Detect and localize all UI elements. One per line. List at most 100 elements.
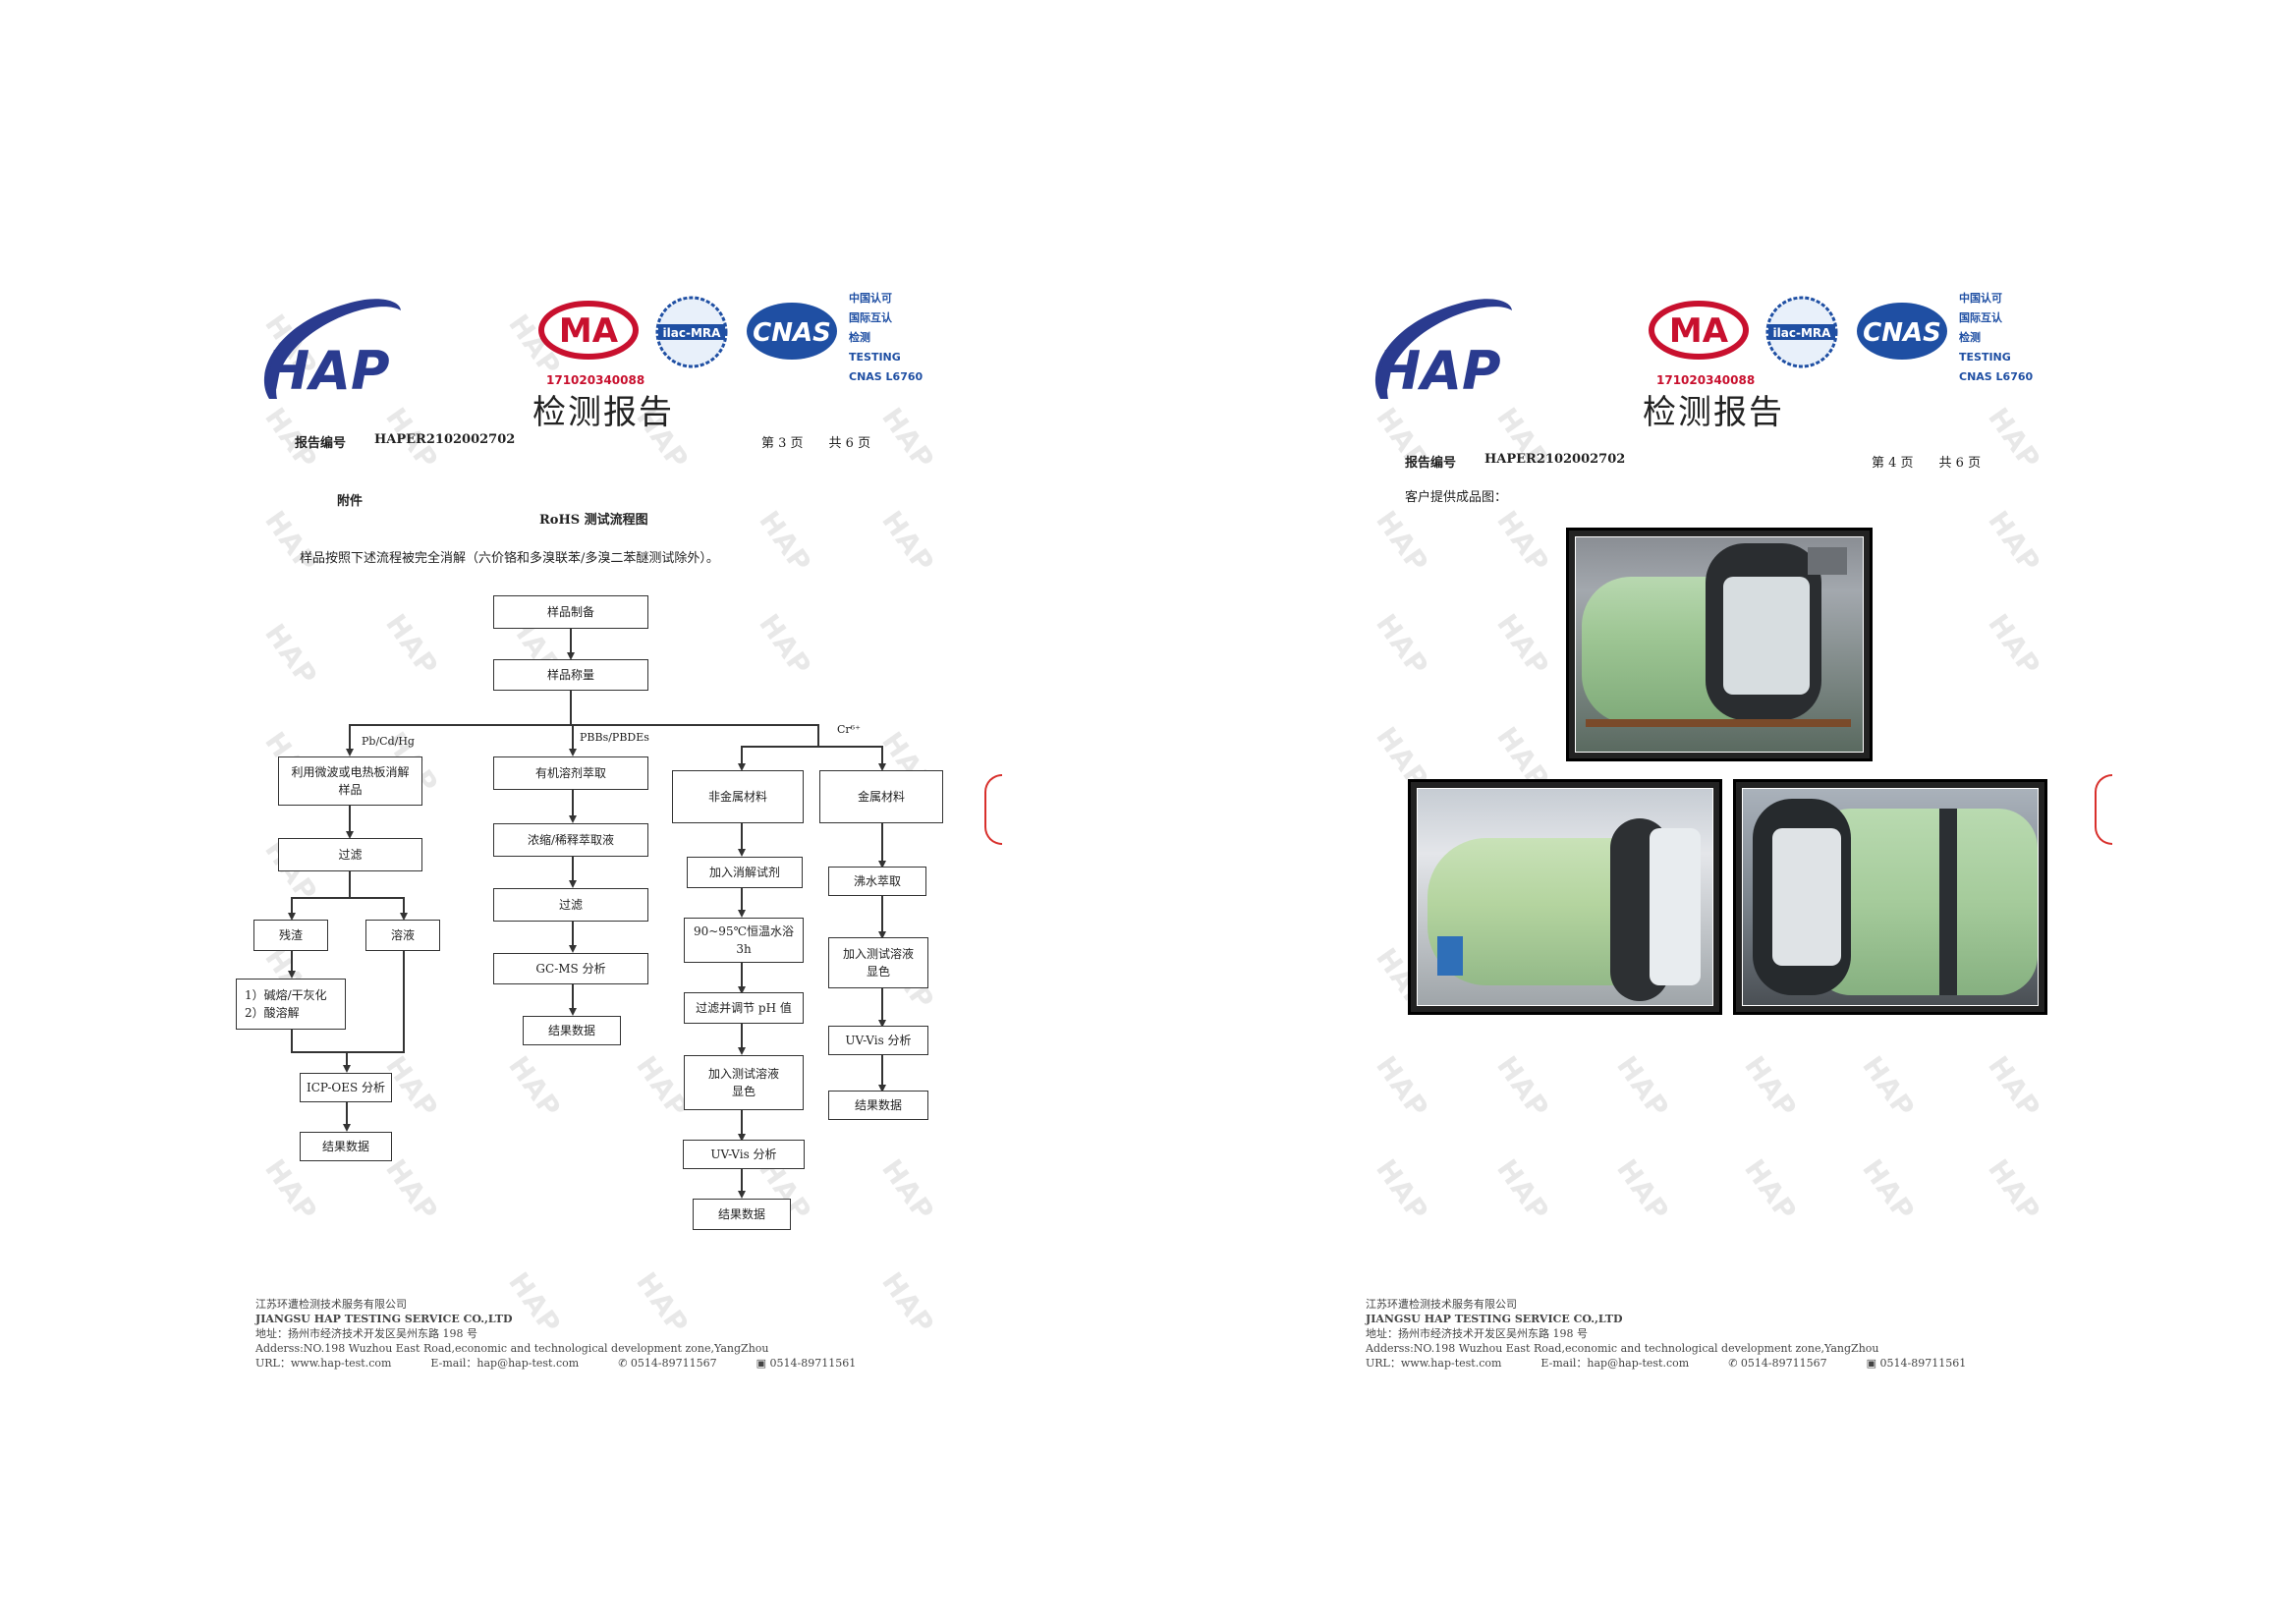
flow-step-add-digest: 加入消解试剂 bbox=[687, 857, 803, 888]
cnas-accreditation-text: 中国认可 国际互认 检测 TESTING CNAS L6760 bbox=[849, 292, 924, 383]
watermark: HAP bbox=[1370, 607, 1435, 683]
watermark: HAP bbox=[258, 504, 324, 580]
footer-phone: ✆ 0514-89711567 bbox=[1728, 1357, 1827, 1370]
flow-step-icp-oes: ICP-OES 分析 bbox=[300, 1073, 392, 1102]
flow-step-filter-ph: 过滤并调节 pH 值 bbox=[684, 992, 804, 1024]
phone-icon: ✆ bbox=[618, 1357, 631, 1370]
report-page-4: HAP HAP HAP HAP HAP HAP HAP HAP HAP HAP … bbox=[1148, 0, 2295, 1624]
flow-step-sample-prep: 样品制备 bbox=[493, 595, 648, 629]
attachment-label: 附件 bbox=[337, 494, 364, 509]
svg-text:HAP: HAP bbox=[1376, 340, 1501, 402]
hap-logo: HAP bbox=[1369, 293, 1516, 411]
footer-address-en: Adderss:NO.198 Wuzhou East Road,economic… bbox=[1366, 1342, 1879, 1355]
flow-step-digest: 利用微波或电热板消解样品 bbox=[278, 756, 422, 806]
svg-text:CNAS: CNAS bbox=[753, 318, 831, 348]
report-number-label: 报告编号 bbox=[295, 436, 347, 451]
page-footer: 江苏环遭检测技术服务有限公司 JIANGSU HAP TESTING SERVI… bbox=[1366, 1297, 2053, 1371]
flow-step-result-b: 结果数据 bbox=[523, 1016, 621, 1045]
product-photo-top bbox=[1566, 528, 1873, 761]
report-page-3: HAP HAP HAP HAP HAP HAP HAP HAP HAP HAP … bbox=[236, 292, 1002, 1371]
flow-step-gc-ms: GC-MS 分析 bbox=[493, 953, 648, 984]
footer-fax: ▣ 0514-89711561 bbox=[756, 1357, 857, 1370]
branch-label-cr6: Cr⁶⁺ bbox=[837, 723, 861, 736]
flow-step-result-c: 结果数据 bbox=[693, 1199, 791, 1230]
watermark: HAP bbox=[1610, 1049, 1676, 1125]
flow-step-sample-weigh: 样品称量 bbox=[493, 659, 648, 691]
footer-company-cn: 江苏环遭检测技术服务有限公司 bbox=[255, 1298, 407, 1311]
svg-text:MA: MA bbox=[1669, 311, 1729, 351]
flow-step-concentrate: 浓缩/稀释萃取液 bbox=[493, 823, 648, 857]
watermark: HAP bbox=[1490, 1049, 1556, 1125]
page-number: 第 4 页 共 6 页 bbox=[1872, 456, 1982, 471]
ilac-mra-logo: ilac-MRA bbox=[1764, 295, 1839, 369]
report-number: HAPER2102002702 bbox=[374, 432, 516, 447]
footer-company-en: JIANGSU HAP TESTING SERVICE CO.,LTD bbox=[255, 1313, 513, 1325]
watermark: HAP bbox=[875, 401, 941, 476]
cma-logo: MA bbox=[1649, 300, 1749, 361]
phone-icon: ✆ bbox=[1728, 1357, 1741, 1370]
svg-text:ilac-MRA: ilac-MRA bbox=[663, 326, 722, 340]
ilac-mra-logo: ilac-MRA bbox=[654, 295, 729, 369]
watermark: HAP bbox=[1982, 504, 2047, 580]
footer-fax: ▣ 0514-89711561 bbox=[1866, 1357, 1967, 1370]
watermark: HAP bbox=[258, 1152, 324, 1228]
watermark: HAP bbox=[1370, 1049, 1435, 1125]
flow-step-nonmetal: 非金属材料 bbox=[672, 770, 804, 823]
watermark: HAP bbox=[258, 617, 324, 693]
svg-text:CNAS: CNAS bbox=[1863, 318, 1941, 348]
watermark: HAP bbox=[875, 504, 941, 580]
watermark: HAP bbox=[502, 1049, 568, 1125]
cma-logo: MA bbox=[538, 300, 639, 361]
fax-icon: ▣ bbox=[1866, 1357, 1880, 1370]
watermark: HAP bbox=[1490, 1152, 1556, 1228]
footer-address-en: Adderss:NO.198 Wuzhou East Road,economic… bbox=[255, 1342, 769, 1355]
watermark: HAP bbox=[1982, 1152, 2047, 1228]
watermark: HAP bbox=[1982, 607, 2047, 683]
cma-number: 171020340088 bbox=[1656, 373, 1756, 387]
report-number: HAPER2102002702 bbox=[1484, 452, 1626, 467]
product-photo-bottom-right bbox=[1733, 779, 2047, 1015]
flow-step-solution: 溶液 bbox=[365, 920, 440, 951]
flow-step-filter-b: 过滤 bbox=[493, 888, 648, 922]
watermark: HAP bbox=[1738, 1152, 1804, 1228]
branch-label-pb-cd-hg: Pb/Cd/Hg bbox=[362, 735, 415, 748]
footer-email: E-mail：hap@hap-test.com bbox=[430, 1357, 580, 1370]
seal-stamp-edge bbox=[984, 774, 1002, 845]
footer-address-cn: 地址：扬州市经济技术开发区吴州东路 198 号 bbox=[255, 1327, 477, 1340]
flow-step-boil-extract: 沸水萃取 bbox=[828, 867, 926, 896]
flow-step-metal: 金属材料 bbox=[819, 770, 943, 823]
watermark: HAP bbox=[1370, 1152, 1435, 1228]
hap-logo: HAP bbox=[257, 293, 405, 411]
cnas-logo: CNAS bbox=[1855, 300, 1949, 363]
svg-text:ilac-MRA: ilac-MRA bbox=[1773, 326, 1832, 340]
flow-intro: 样品按照下述流程被完全消解（六价铬和多溴联苯/多溴二苯醚测试除外）。 bbox=[300, 551, 719, 566]
flow-step-residue: 残渣 bbox=[253, 920, 328, 951]
customer-photos-label: 客户提供成品图： bbox=[1405, 490, 1508, 505]
flow-step-result-a: 结果数据 bbox=[300, 1132, 392, 1161]
flow-step-filter: 过滤 bbox=[278, 838, 422, 871]
footer-company-cn: 江苏环遭检测技术服务有限公司 bbox=[1366, 1298, 1517, 1311]
watermark: HAP bbox=[1982, 1049, 2047, 1125]
watermark: HAP bbox=[875, 1152, 941, 1228]
flow-title: RoHS 测试流程图 bbox=[539, 513, 648, 528]
flow-step-solvent-extract: 有机溶剂萃取 bbox=[493, 756, 648, 790]
watermark: HAP bbox=[379, 1152, 445, 1228]
watermark: HAP bbox=[1856, 1049, 1922, 1125]
fax-icon: ▣ bbox=[756, 1357, 770, 1370]
flow-step-uvvis-c: UV-Vis 分析 bbox=[683, 1140, 805, 1169]
page-number: 第 3 页 共 6 页 bbox=[761, 436, 871, 451]
footer-address-cn: 地址：扬州市经济技术开发区吴州东路 198 号 bbox=[1366, 1327, 1588, 1340]
report-number-label: 报告编号 bbox=[1405, 456, 1457, 471]
flow-step-add-test-d: 加入测试溶液显色 bbox=[828, 937, 928, 988]
watermark: HAP bbox=[753, 607, 818, 683]
watermark: HAP bbox=[1490, 504, 1556, 580]
footer-url: URL：www.hap-test.com bbox=[1366, 1357, 1502, 1370]
watermark: HAP bbox=[1856, 1152, 1922, 1228]
cma-number: 171020340088 bbox=[546, 373, 645, 387]
svg-text:HAP: HAP bbox=[265, 340, 390, 402]
page-footer: 江苏环遭检测技术服务有限公司 JIANGSU HAP TESTING SERVI… bbox=[255, 1297, 943, 1371]
flow-step-add-test-c: 加入测试溶液显色 bbox=[684, 1055, 804, 1110]
watermark: HAP bbox=[1370, 504, 1435, 580]
